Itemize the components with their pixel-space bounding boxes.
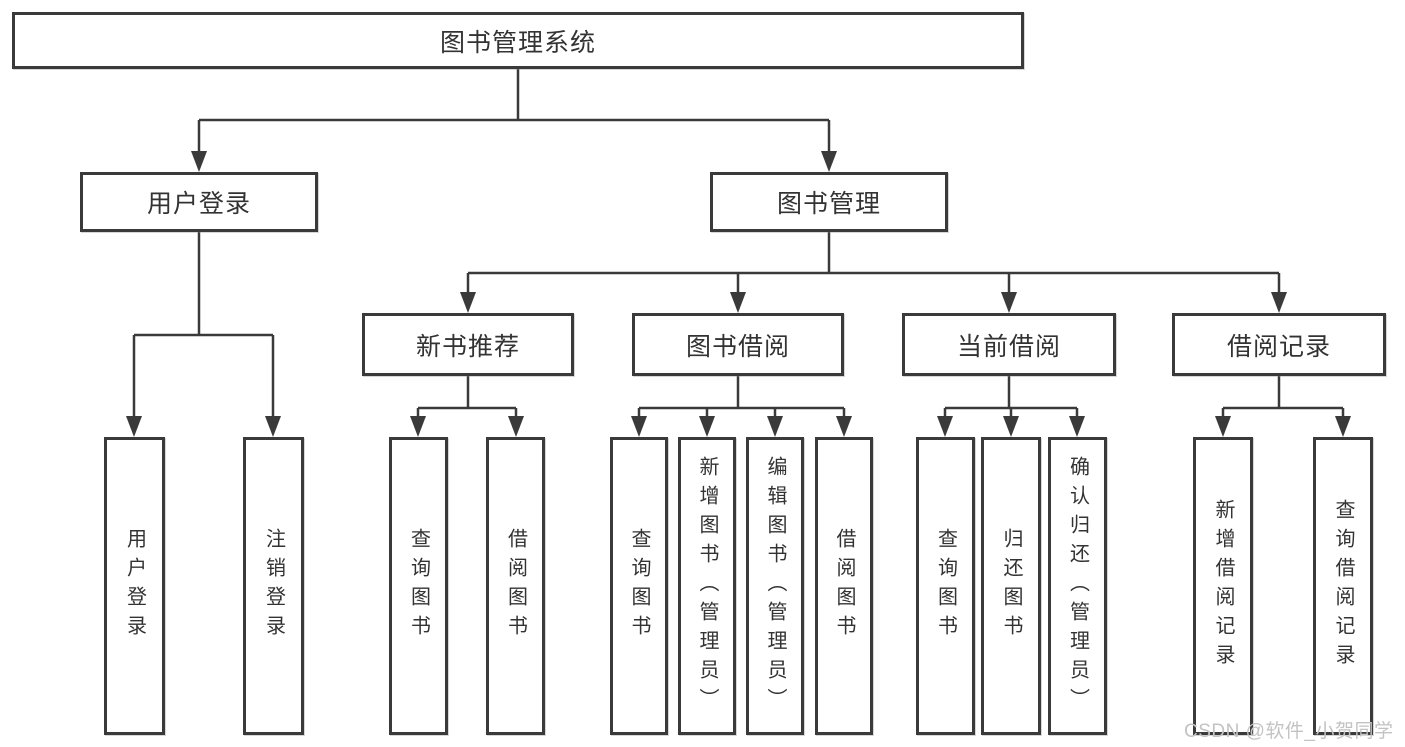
leaf-user-login: 用户登录 — [104, 437, 165, 735]
connector-current-to-leaves — [943, 376, 1079, 418]
leaf-records-add-record: 新增借阅记录 — [1193, 437, 1253, 735]
leaf-borrowing-borrow-books-label: 借阅图书 — [833, 528, 855, 644]
connector-borrowing-to-leaves — [637, 376, 846, 418]
node-current-borrowing-label: 当前借阅 — [956, 332, 1061, 361]
node-book-management-branch-label: 图书管理 — [776, 190, 881, 218]
connector-new-book-to-leaves — [416, 376, 518, 418]
node-borrowing-records: 借阅记录 — [1172, 313, 1386, 376]
leaf-records-query-record-label: 查询借阅记录 — [1332, 499, 1354, 673]
leaf-user-login-label: 用户登录 — [123, 528, 146, 644]
leaf-current-query-books: 查询图书 — [916, 437, 975, 735]
node-new-book-recommend: 新书推荐 — [362, 313, 574, 376]
leaf-recommend-query-books: 查询图书 — [389, 437, 448, 735]
leaf-borrowing-borrow-books: 借阅图书 — [815, 437, 873, 735]
leaf-borrowing-add-books-admin: 新增图书（管理员） — [678, 437, 736, 735]
connector-records-to-leaves — [1221, 376, 1345, 418]
node-new-book-recommend-label: 新书推荐 — [415, 332, 520, 361]
leaf-current-confirm-return-admin-label: 确认归还（管理员） — [1066, 455, 1089, 717]
node-borrowing-records-label: 借阅记录 — [1226, 332, 1331, 361]
node-user-login-branch: 用户登录 — [80, 172, 318, 232]
leaf-borrowing-add-books-admin-label: 新增图书（管理员） — [696, 455, 718, 717]
connector-user-login-to-leaves — [132, 232, 275, 418]
node-root-label: 图书管理系统 — [439, 28, 596, 57]
node-book-management-branch: 图书管理 — [710, 172, 948, 232]
leaf-current-query-books-label: 查询图书 — [934, 528, 957, 644]
leaf-records-query-record: 查询借阅记录 — [1313, 437, 1373, 735]
leaf-borrowing-query-books-label: 查询图书 — [628, 528, 650, 644]
connector-book-mgmt-to-level3 — [466, 232, 1281, 295]
leaf-current-confirm-return-admin: 确认归还（管理员） — [1048, 437, 1107, 735]
leaf-borrowing-edit-books-admin: 编辑图书（管理员） — [746, 437, 804, 735]
leaf-current-return-books: 归还图书 — [981, 437, 1041, 735]
connector-root-to-level2 — [197, 69, 831, 153]
leaf-recommend-borrow-books: 借阅图书 — [486, 437, 545, 735]
leaf-recommend-query-books-label: 查询图书 — [407, 528, 430, 644]
leaf-borrowing-query-books: 查询图书 — [610, 437, 668, 735]
node-book-borrowing-label: 图书借阅 — [685, 332, 790, 361]
node-root: 图书管理系统 — [12, 12, 1024, 69]
node-user-login-branch-label: 用户登录 — [146, 190, 251, 218]
leaf-borrowing-edit-books-admin-label: 编辑图书（管理员） — [764, 455, 786, 717]
leaf-current-return-books-label: 归还图书 — [1000, 528, 1022, 644]
arrowheads — [126, 151, 1351, 437]
leaf-logout-label: 注销登录 — [262, 528, 285, 644]
node-current-borrowing: 当前借阅 — [902, 313, 1116, 376]
csdn-watermark: CSDN @软件_小贺同学 — [1184, 721, 1394, 742]
leaf-recommend-borrow-books-label: 借阅图书 — [504, 528, 527, 644]
leaf-logout: 注销登录 — [243, 437, 304, 735]
leaf-records-add-record-label: 新增借阅记录 — [1212, 499, 1234, 673]
node-book-borrowing: 图书借阅 — [632, 313, 844, 376]
